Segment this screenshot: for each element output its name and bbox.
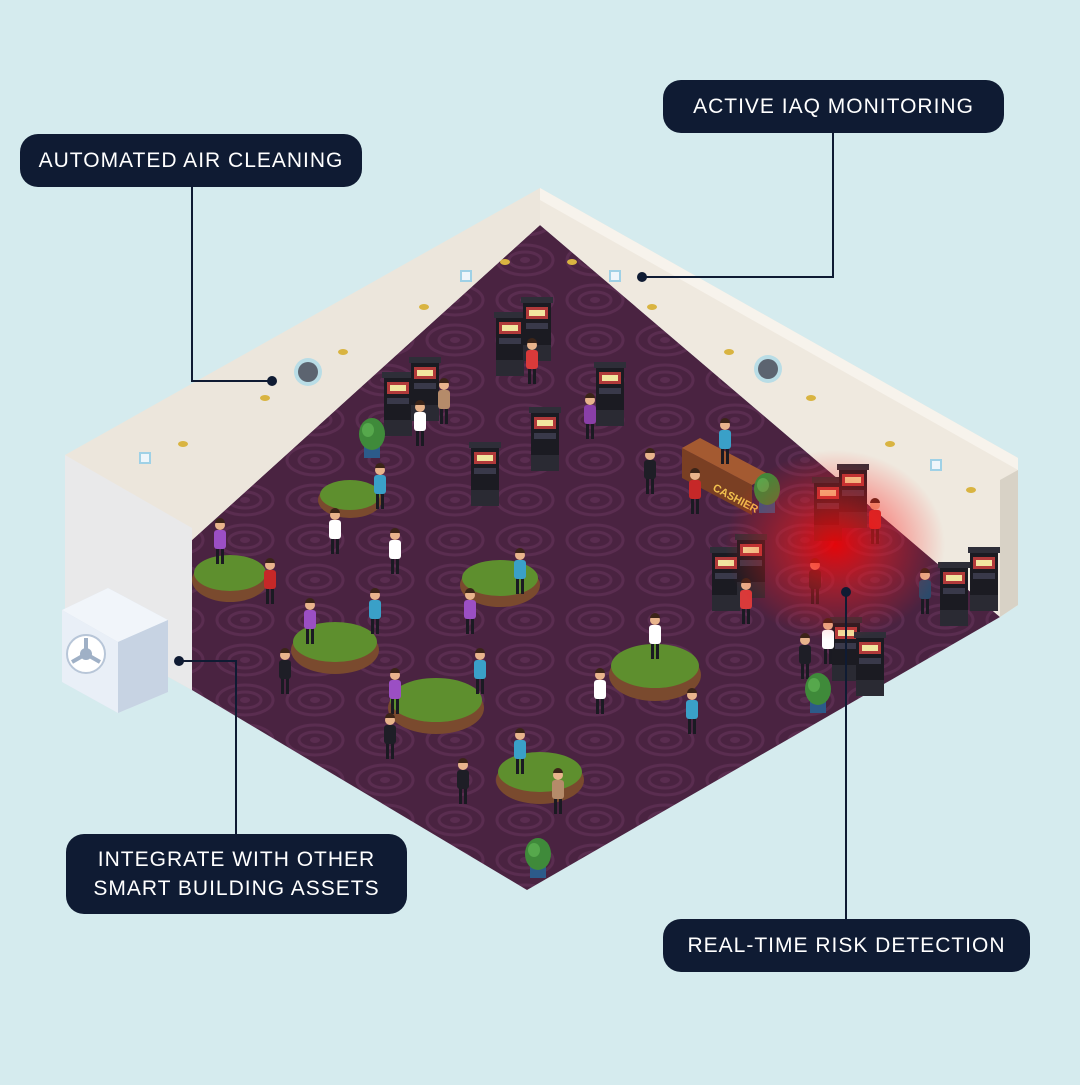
label-integrate-smart-building: INTEGRATE WITH OTHER SMART BUILDING ASSE… xyxy=(66,834,407,914)
label-automated-air-cleaning: AUTOMATED AIR CLEANING xyxy=(20,134,362,187)
wall-lamps xyxy=(178,259,976,493)
connector-dots xyxy=(174,272,851,666)
outdoor-ac-unit xyxy=(62,588,168,713)
connector-air-cleaning xyxy=(191,186,272,382)
air-purifier-vents xyxy=(294,355,782,386)
label-text: ACTIVE IAQ MONITORING xyxy=(693,95,974,118)
label-text-line2: SMART BUILDING ASSETS xyxy=(93,877,380,900)
label-text-line1: INTEGRATE WITH OTHER xyxy=(97,848,376,871)
label-real-time-risk-detection: REAL-TIME RISK DETECTION xyxy=(663,919,1030,972)
label-text: REAL-TIME RISK DETECTION xyxy=(687,934,1006,957)
iaq-sensors xyxy=(139,270,942,471)
label-active-iaq-monitoring: ACTIVE IAQ MONITORING xyxy=(663,80,1004,133)
label-text: AUTOMATED AIR CLEANING xyxy=(38,149,344,172)
connector-integrate xyxy=(179,660,237,835)
risk-alert-glow xyxy=(725,450,945,640)
connector-lines xyxy=(179,130,847,920)
connector-iaq-monitoring xyxy=(642,130,834,278)
